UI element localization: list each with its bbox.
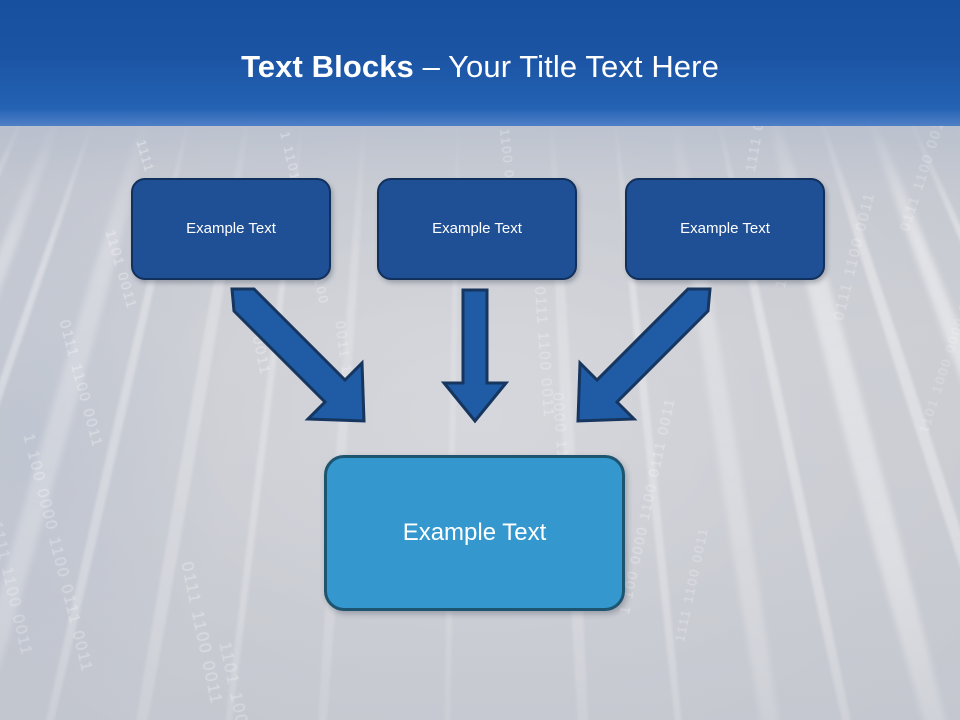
page-title-rest: Your Title Text Here: [448, 49, 719, 84]
page-title-bold: Text Blocks: [241, 49, 414, 84]
binary-digits: 0111 1100 0011: [896, 109, 950, 233]
binary-digits: 1111 1100 0011: [0, 520, 35, 659]
text-block-3-label: Example Text: [680, 219, 770, 237]
text-block-3[interactable]: Example Text: [625, 178, 825, 280]
text-block-2-label: Example Text: [432, 219, 522, 237]
text-block-1-label: Example Text: [186, 219, 276, 237]
binary-digits: 1111 1100 0011: [672, 525, 712, 644]
text-block-2[interactable]: Example Text: [377, 178, 577, 280]
text-block-result[interactable]: Example Text: [324, 455, 625, 611]
page-title: Text Blocks – Your Title Text Here: [0, 49, 960, 85]
binary-digits: 0011 1100: [332, 320, 360, 404]
binary-digits: 1101 1000 0000 1100: [214, 640, 275, 720]
binary-digits: 0111 1100 0011: [55, 318, 107, 450]
page-title-separator: –: [413, 49, 449, 84]
binary-digits: 0111 1100 0011: [830, 189, 879, 323]
text-block-result-label: Example Text: [402, 519, 547, 546]
text-block-1[interactable]: Example Text: [131, 178, 331, 280]
title-band: [0, 0, 960, 126]
binary-digits: 0111 0011: [239, 290, 274, 378]
binary-digits: 1101 1000 0000 1100: [916, 275, 960, 435]
binary-digits: 0111 1100 0011: [177, 560, 227, 707]
binary-digits: 1 100 0000 1100 0111 0011: [616, 395, 678, 616]
